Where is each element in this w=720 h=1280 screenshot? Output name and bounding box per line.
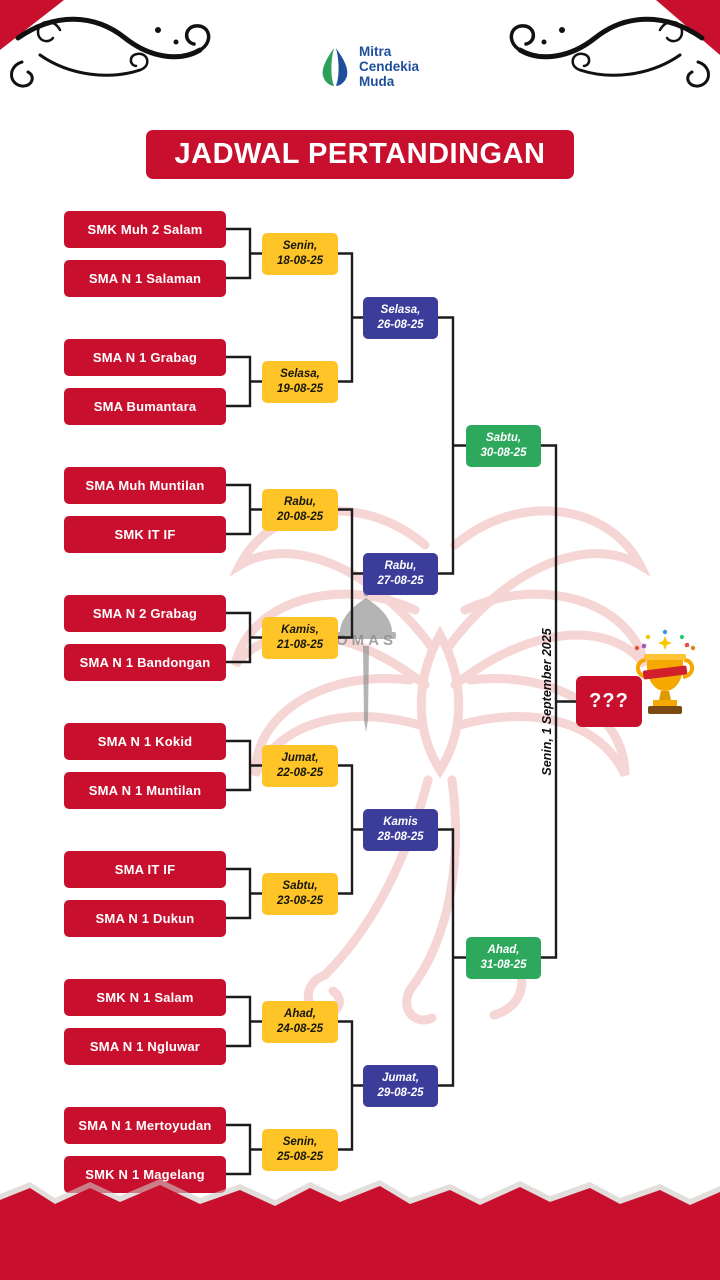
match-day: Kamis,: [281, 623, 319, 636]
match-day: Jumat,: [381, 1071, 420, 1084]
match-date: 20-08-25: [276, 510, 324, 523]
team-box: SMK IT IF: [64, 515, 226, 553]
team-name: SMK IT IF: [114, 526, 176, 542]
team-box: SMK N 1 Salam: [64, 978, 226, 1016]
match-day: Rabu,: [384, 559, 417, 572]
champion-placeholder: ???: [589, 690, 629, 712]
top-decorations: [0, 0, 720, 120]
match-date: 24-08-25: [276, 1022, 324, 1035]
team-name: SMA N 1 Dukun: [95, 910, 195, 926]
match-day: Rabu,: [284, 495, 316, 508]
round1-date-box: Kamis, 21-08-25: [262, 616, 338, 659]
torn-paper-edge: [0, 1179, 720, 1280]
match-date: 23-08-25: [276, 894, 324, 907]
semifinal-date-box: Ahad, 31-08-25: [466, 936, 541, 979]
emblem-watermark: [336, 591, 396, 732]
match-day: Kamis: [383, 815, 418, 828]
team-name: SMA N 1 Kokid: [97, 733, 193, 749]
team-box: SMA N 1 Mertoyudan: [64, 1106, 226, 1144]
team-name: SMA N 1 Grabag: [92, 349, 198, 365]
match-day: Senin,: [282, 239, 318, 252]
logo-line: Cendekia: [359, 59, 420, 75]
team-name: SMA N 1 Mertoyudan: [78, 1117, 212, 1133]
match-date: 29-08-25: [377, 1086, 424, 1099]
team-name: SMK N 1 Magelang: [85, 1166, 205, 1182]
semifinal-date-box: Sabtu, 30-08-25: [466, 424, 541, 467]
match-date: 26-08-25: [377, 318, 424, 331]
team-name: SMK Muh 2 Salam: [87, 221, 203, 237]
match-date: 18-08-25: [276, 254, 324, 267]
round1-date-box: Rabu, 20-08-25: [262, 488, 338, 531]
match-date: 19-08-25: [276, 382, 324, 395]
logo-line: Muda: [359, 74, 395, 90]
team-box: SMA N 1 Muntilan: [64, 771, 226, 809]
match-day: Senin,: [282, 1135, 318, 1148]
team-name: SMA IT IF: [114, 861, 176, 877]
round1-date-box: Sabtu, 23-08-25: [262, 872, 338, 915]
match-day: Ahad,: [284, 1007, 316, 1020]
match-day: Sabtu,: [485, 431, 522, 444]
page-title: JADWAL PERTANDINGAN: [174, 138, 546, 170]
round1-date-box: Senin, 18-08-25: [262, 232, 338, 275]
team-box: SMA N 1 Dukun: [64, 899, 226, 937]
team-box: SMA IT IF: [64, 850, 226, 888]
logo-line: Mitra: [359, 44, 392, 59]
final-date-label: Senin, 1 September 2025: [540, 628, 554, 776]
match-day: Selasa,: [380, 303, 421, 316]
team-box: SMA N 1 Ngluwar: [64, 1027, 226, 1065]
team-name: SMK N 1 Salam: [96, 989, 194, 1005]
team-box: SMA N 1 Bandongan: [64, 643, 226, 681]
team-box: SMA N 2 Grabag: [64, 594, 226, 632]
team-box: SMA N 1 Kokid: [64, 722, 226, 760]
team-name: SMA N 1 Salaman: [88, 270, 202, 286]
logo: Mitra Cendekia Muda: [318, 44, 419, 89]
team-name: SMA Bumantara: [93, 398, 197, 414]
match-day: Ahad,: [487, 943, 520, 956]
quarterfinal-date-box: Kamis 28-08-25: [363, 808, 438, 851]
team-name: SMA N 1 Ngluwar: [89, 1038, 201, 1054]
flourish-left: [10, 16, 211, 88]
team-box: SMA Bumantara: [64, 387, 226, 425]
quarterfinal-date-box: Selasa, 26-08-25: [363, 296, 438, 339]
team-box: SMA N 1 Grabag: [64, 338, 226, 376]
logo-text: Mitra Cendekia Muda: [359, 44, 419, 89]
match-date: 27-08-25: [377, 574, 424, 587]
quarterfinal-date-box: Jumat, 29-08-25: [363, 1064, 438, 1107]
team-name: SMA N 1 Bandongan: [79, 654, 211, 670]
round1-date-box: Ahad, 24-08-25: [262, 1000, 338, 1043]
match-day: Sabtu,: [282, 879, 318, 892]
match-date: 31-08-25: [480, 958, 527, 971]
emblem-watermark-text: OMAS: [336, 632, 397, 649]
match-date: 30-08-25: [480, 446, 527, 459]
round1-date-box: Jumat, 22-08-25: [262, 744, 338, 787]
title-banner: JADWAL PERTANDINGAN: [146, 130, 574, 179]
match-date: 28-08-25: [377, 830, 424, 843]
quarterfinal-date-box: Rabu, 27-08-25: [363, 552, 438, 595]
team-name: SMA N 1 Muntilan: [88, 782, 202, 798]
team-box: SMK Muh 2 Salam: [64, 210, 226, 248]
champion-box: ???: [576, 676, 642, 727]
team-name: SMA N 2 Grabag: [92, 605, 198, 621]
flourish-right: [511, 19, 708, 86]
round1-date-box: Selasa, 19-08-25: [262, 360, 338, 403]
trophy-icon: [634, 629, 696, 714]
team-name: SMA Muh Muntilan: [85, 477, 205, 493]
match-day: Jumat,: [281, 751, 319, 764]
team-box: SMA Muh Muntilan: [64, 466, 226, 504]
match-date: 22-08-25: [276, 766, 324, 779]
logo-drop-icon: [322, 47, 348, 86]
match-day: Selasa,: [280, 367, 320, 380]
match-date: 21-08-25: [276, 638, 324, 651]
team-box: SMA N 1 Salaman: [64, 259, 226, 297]
